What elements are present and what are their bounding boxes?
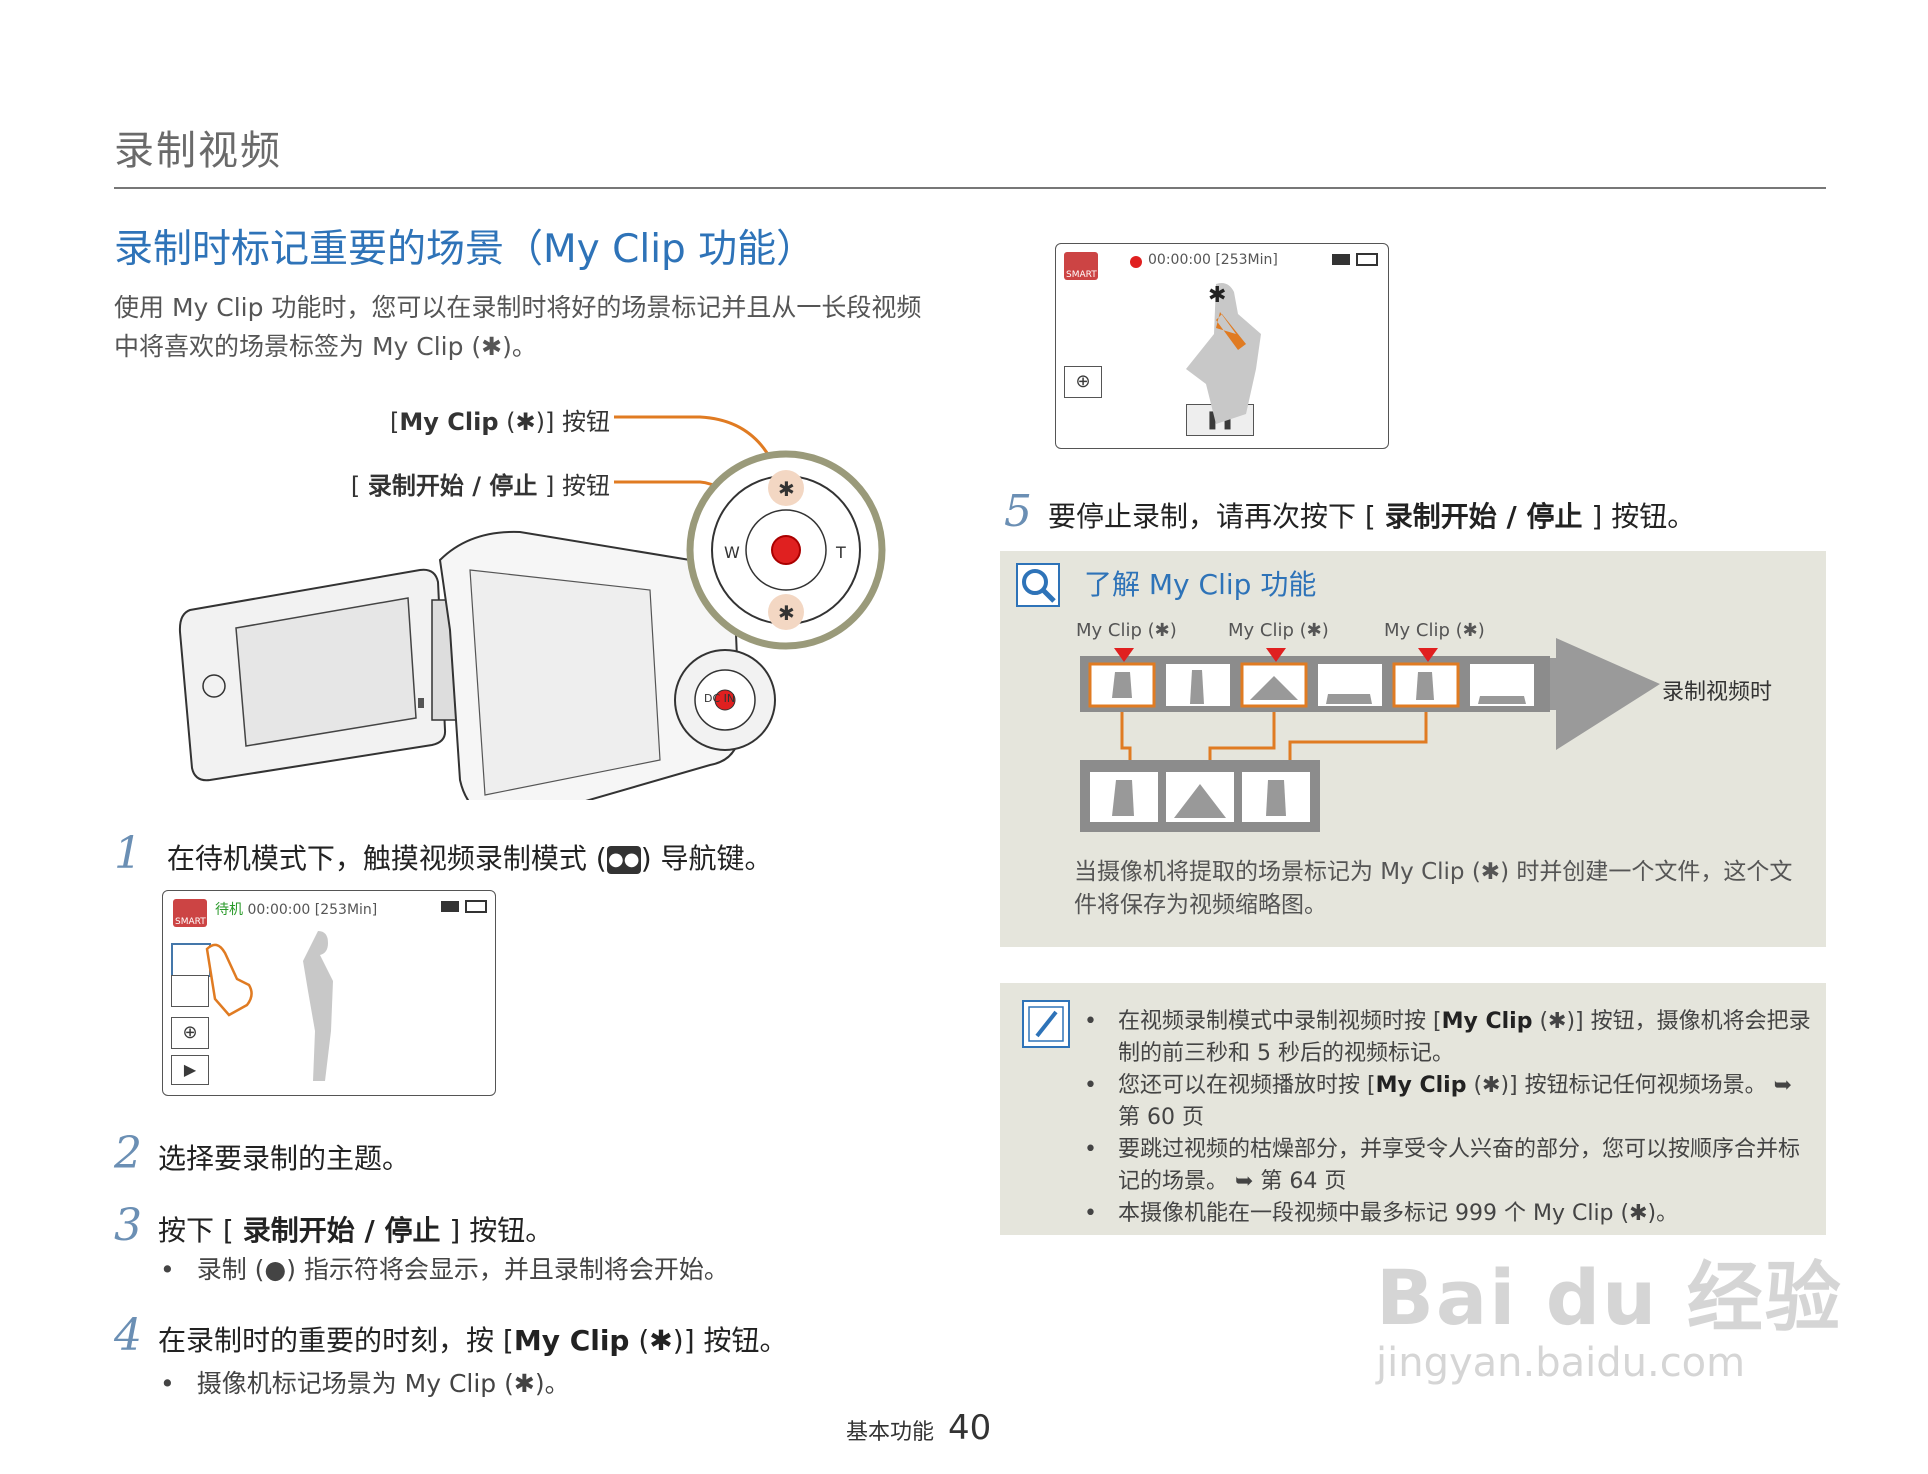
dcin-label: DC IN	[704, 692, 735, 705]
step-3-bullet: • 录制 (●) 指示符将会显示，并且录制将会开始。	[160, 1255, 729, 1284]
battery-icon	[465, 900, 487, 913]
photo-mode-button[interactable]	[171, 975, 209, 1007]
svg-text:T: T	[835, 543, 846, 562]
arrow-label: 录制视频时	[1662, 680, 1773, 705]
marker-label-1: My Clip (✱)	[1076, 620, 1177, 641]
svg-text:✱: ✱	[1208, 283, 1226, 308]
video-mode-button[interactable]	[171, 943, 211, 977]
battery-icon	[1356, 253, 1378, 266]
marker-label-2: My Clip (✱)	[1228, 620, 1329, 641]
camcorder-illustration: DC IN ✱ ✱ W T	[178, 415, 886, 800]
myclip-icon: ✱	[778, 477, 795, 501]
tip-description: 当摄像机将提取的场景标记为 My Clip (✱) 时并创建一个文件，这个文件将…	[1074, 859, 1793, 918]
card-icon	[441, 901, 459, 912]
marker-label-3: My Clip (✱)	[1384, 620, 1485, 641]
tip-box	[1000, 551, 1826, 947]
video-camera-icon: ●●	[606, 846, 641, 874]
record-button-label: [ 录制开始 / 停止 ] 按钮	[350, 472, 610, 500]
zoom-button[interactable]: ⊕	[171, 1017, 209, 1049]
recording-screen: SMART 00:00:00 [253Min] ⊕ ❚❚ ✱	[1055, 243, 1389, 449]
note-box	[1000, 983, 1826, 1235]
smart-auto-icon	[173, 899, 207, 927]
svg-text:W: W	[724, 543, 740, 562]
svg-text:✱: ✱	[778, 601, 795, 625]
smart-auto-icon	[1064, 252, 1098, 280]
touch-hand-icon	[205, 943, 253, 1017]
note-item-1: •在视频录制模式中录制视频时按 [My Clip (✱)] 按钮，摄像机将会把录…	[1084, 1009, 1811, 1066]
standby-screen: SMART 待机 00:00:00 [253Min] ⊕ ▶	[162, 890, 496, 1096]
intro-text: 使用 My Clip 功能时，您可以在录制时将好的场景标记并且从一长段视频中将喜…	[114, 293, 922, 361]
silhouette: ✱	[1186, 283, 1261, 424]
myclip-diagram	[1080, 638, 1660, 832]
header-divider	[114, 187, 1826, 189]
page-heading: 录制时标记重要的场景（My Clip 功能）	[114, 227, 816, 272]
baidu-watermark: Bai du 经验 jingyan.baidu.com	[1376, 1253, 1843, 1386]
note-pencil-icon	[1022, 1000, 1070, 1048]
step-1: 1 在待机模式下，触摸视频录制模式 (●●) 导航键。	[114, 828, 773, 879]
play-button[interactable]: ▶	[171, 1055, 209, 1085]
note-item-3: •要跳过视频的枯燥部分，并享受令人兴奋的部分，您可以按顺序合并标记的场景。 ➥ …	[1084, 1137, 1801, 1194]
myclip-button-label: [My Clip (✱)] 按钮	[390, 408, 610, 436]
silhouette	[303, 931, 333, 1081]
note-item-4: •本摄像机能在一段视频中最多标记 999 个 My Clip (✱)。	[1084, 1201, 1679, 1226]
record-indicator	[1130, 256, 1142, 268]
magnifier-icon	[1016, 563, 1060, 607]
zoom-button[interactable]: ⊕	[1064, 366, 1102, 398]
section-title: 录制视频	[114, 128, 282, 174]
note-item-2: •您还可以在视频播放时按 [My Clip (✱)] 按钮标记任何视频场景。 ➥…	[1084, 1073, 1793, 1130]
card-icon	[1332, 254, 1350, 265]
step-4-bullet: • 摄像机标记场景为 My Clip (✱)。	[160, 1369, 570, 1398]
tip-title: 了解 My Clip 功能	[1084, 568, 1317, 601]
